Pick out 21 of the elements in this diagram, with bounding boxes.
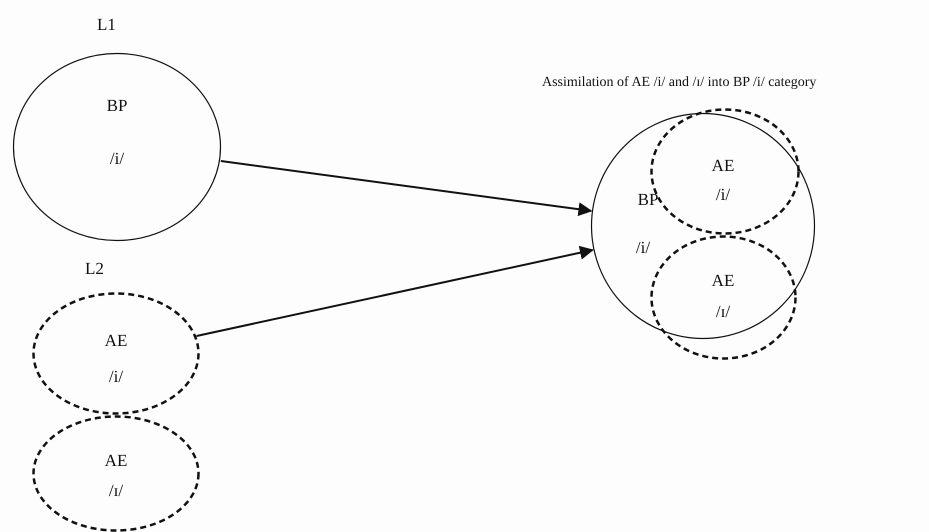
dashed-category-ellipse [650,235,797,360]
category-label: BP [106,97,128,114]
category-label: BP [638,191,658,208]
category-label: AE [712,272,734,289]
phoneme-symbol: /i/ [110,150,124,167]
language-label: L1 [97,16,116,33]
dashed-category-ellipse [32,415,200,532]
category-label: AE [104,332,128,349]
category-label: AE [712,157,734,174]
category-label: AE [104,452,128,469]
dashed-category-ellipse [32,292,200,415]
phoneme-symbol: /ɪ/ [108,482,124,499]
language-label: L2 [85,260,104,277]
phoneme-symbol: /ɪ/ [716,303,730,320]
phoneme-symbol: /i/ [108,368,124,385]
phoneme-symbol: /i/ [716,186,730,203]
caption-text: Assimilation of AE /i/ and /ɪ/ into BP /i/ category [542,76,816,90]
arrow [220,160,592,216]
category-ellipse [590,112,816,340]
phoneme-symbol: /i/ [636,239,650,256]
arrow [196,246,594,337]
